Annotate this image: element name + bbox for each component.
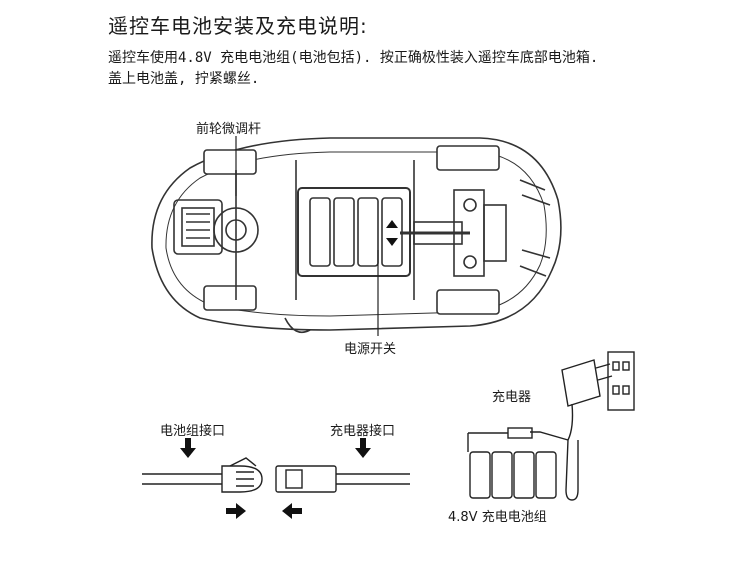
switch-arrow-up — [386, 220, 398, 228]
wheel-front-top — [203, 149, 257, 175]
label-power-switch: 电源开关 — [344, 342, 397, 357]
instruction-line-2: 盖上电池盖, 拧紧螺丝. — [108, 71, 260, 87]
page-title: 遥控车电池安装及充电说明: — [108, 14, 368, 38]
instruction-line-1: 遥控车使用4.8V 充电电池组(电池包括). 按正确极性装入遥控车底部电池箱. — [108, 50, 599, 66]
label-charger: 充电器 — [492, 390, 532, 405]
label-battery-pack: 4.8V 充电电池组 — [448, 510, 547, 525]
connector-down-arrows — [180, 438, 371, 458]
label-front-wheel-trim: 前轮微调杆 — [196, 122, 262, 137]
wheel-rear-top — [436, 145, 500, 171]
connector-diagram — [142, 457, 410, 493]
wheel-front-bottom — [203, 285, 257, 311]
push-arrows — [226, 503, 302, 519]
charger-illustration — [467, 351, 635, 501]
instructions-text: 遥控车使用4.8V 充电电池组(电池包括). 按正确极性装入遥控车底部电池箱. … — [108, 48, 708, 90]
wheel-rear-bottom — [436, 289, 500, 315]
label-battery-pack-connector: 电池组接口 — [160, 424, 226, 439]
car-underside-illustration — [151, 137, 562, 334]
switch-arrow-down — [386, 238, 398, 246]
label-charger-connector: 充电器接口 — [330, 424, 396, 439]
